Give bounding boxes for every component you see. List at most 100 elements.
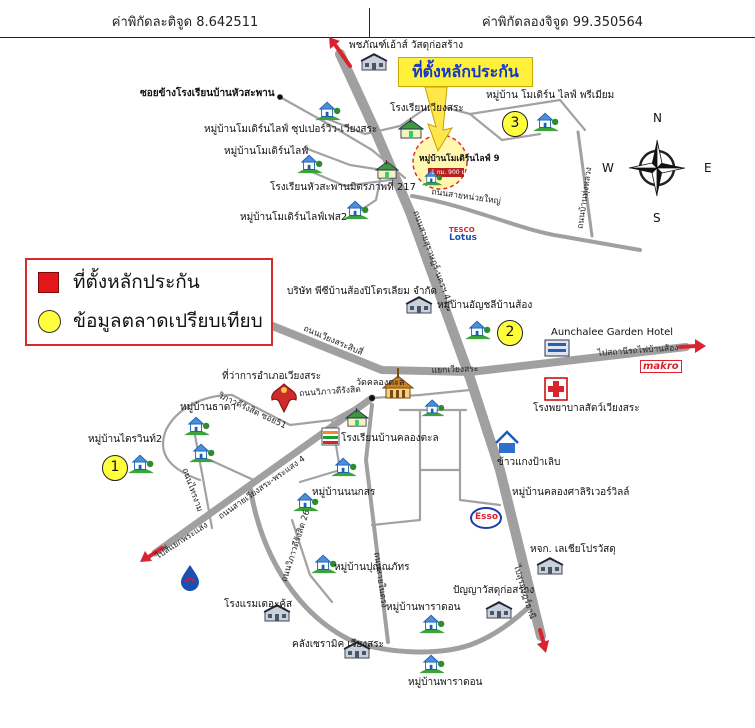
compass-west-label: W bbox=[602, 161, 614, 175]
road-right bbox=[576, 130, 594, 238]
road-minor bbox=[323, 102, 434, 136]
label-village-nonkasorn: หมู่บ้านนนกสร bbox=[312, 487, 376, 498]
hospital-icon bbox=[544, 377, 568, 401]
arrow-shaft-north bbox=[334, 44, 352, 68]
label-school-klong: โรงเรียนบ้านคลองตะล bbox=[341, 433, 439, 444]
road-minor bbox=[310, 170, 392, 188]
road-east-wiangsa bbox=[266, 321, 690, 376]
map-legend: ที่ตั้งหลักประกัน ข้อมูลตลาดเปรียบเทียบ bbox=[25, 258, 273, 346]
label-ceramic-store: คลังเซรามิค เวียงสระ bbox=[292, 639, 384, 650]
label-district-office: ที่ว่าการอำเภอเวียงสระ bbox=[222, 371, 322, 382]
warehouse-icon bbox=[405, 296, 433, 314]
road-label-junction: แยกเวียงสระ bbox=[431, 364, 479, 376]
house-icon bbox=[418, 654, 446, 674]
arrow-north-icon bbox=[329, 37, 340, 49]
dot-marker bbox=[277, 94, 283, 100]
road-minor bbox=[458, 408, 502, 507]
label-village-riverville: หมู่บ้านคลองศาลิริเวอร์วิลล์ bbox=[512, 487, 630, 498]
seven-eleven-icon bbox=[321, 427, 340, 446]
legend-market-label: ข้อมูลตลาดเปรียบเทียบ bbox=[73, 310, 263, 332]
coordinates-header: ค่าพิกัดละติจูด 8.642511 ค่าพิกัดลองจิจู… bbox=[0, 0, 755, 38]
road-minor bbox=[430, 98, 587, 132]
label-soi: ซอยข้างโรงเรียนบ้านหัวสะพาน bbox=[140, 88, 275, 99]
legend-collateral-label: ที่ตั้งหลักประกัน bbox=[73, 271, 200, 293]
road-south-loop bbox=[247, 484, 535, 655]
arrow-shaft-west bbox=[145, 546, 164, 560]
arrow-south-icon bbox=[537, 640, 549, 653]
road-soi51 bbox=[230, 393, 334, 427]
label-village-paradon: หมู่บ้านพาราดอน bbox=[386, 602, 461, 613]
label-lechia-store: หจก. เลเชียโปรวัสดุ bbox=[530, 544, 616, 555]
hotel-icon bbox=[544, 339, 570, 357]
arrow-shaft-east bbox=[678, 344, 698, 349]
label-vet-hospital: โรงพยาบาลสัตว์เวียงสระ bbox=[533, 403, 640, 414]
house-icon bbox=[420, 399, 446, 417]
road-southwest-phrasaeng bbox=[151, 394, 376, 557]
warehouse-icon bbox=[536, 557, 564, 575]
road-vibhavadi-26 bbox=[290, 518, 334, 604]
house-icon bbox=[310, 554, 338, 574]
restaurant-icon bbox=[495, 430, 519, 453]
road-minor bbox=[370, 408, 422, 527]
house-icon bbox=[127, 454, 155, 474]
compass-north-label: N bbox=[653, 111, 662, 125]
longitude-label: ค่าพิกัดลองจิจูด 99.350564 bbox=[481, 15, 644, 30]
garuda-emblem-icon bbox=[271, 383, 297, 414]
warehouse-icon bbox=[360, 53, 388, 71]
house-icon bbox=[464, 320, 492, 340]
label-village-paradon: หมู่บ้านพาราดอน bbox=[408, 677, 483, 688]
arrow-west-icon bbox=[140, 551, 152, 562]
road-minor bbox=[208, 458, 260, 484]
arrow-east-icon bbox=[695, 339, 706, 353]
road-main-highway bbox=[335, 49, 546, 641]
label-village-premium: หมู่บ้าน โมเดิร์น ไลฟ์ พรีเมียม bbox=[486, 90, 615, 101]
label-village-punnapat: หมู่บ้านปุณณภัทร bbox=[334, 562, 410, 573]
callout-arrow-icon bbox=[424, 86, 454, 153]
house-icon bbox=[183, 416, 211, 436]
market-comparison-marker-2: 2 bbox=[497, 320, 523, 346]
warehouse-icon bbox=[485, 601, 513, 619]
road-minor bbox=[161, 393, 234, 482]
lotus-logo: Lotus bbox=[449, 233, 477, 243]
collateral-callout: ที่ตั้งหลักประกัน bbox=[398, 57, 533, 87]
label-school-wiangsa: โรงเรียนเวียงสระ bbox=[390, 103, 464, 114]
house-icon bbox=[532, 112, 560, 132]
road-minor bbox=[303, 146, 384, 172]
label-village-modern-life: หมู่บ้านโมเดิร์นไลฟ์ bbox=[224, 146, 309, 157]
road-upper bbox=[410, 194, 642, 252]
esso-logo: Esso bbox=[475, 512, 499, 522]
label-village-trivin: หมู่บ้านไตรวินท์2 bbox=[88, 434, 163, 445]
label-restaurant: ข้าวแกงป้าเลิบ bbox=[497, 457, 561, 468]
ptt-station-icon bbox=[181, 565, 199, 591]
compass-east-label: E bbox=[704, 161, 712, 175]
school-icon bbox=[398, 118, 424, 139]
house-icon bbox=[314, 101, 342, 121]
label-village-phase2: หมู่บ้านโมเดิร์นไลฟ์เฟส2 bbox=[240, 212, 348, 223]
latitude-label: ค่าพิกัดละติจูด 8.642511 bbox=[111, 15, 259, 30]
label-village-aunchalee: หมู่บ้านอัญชลีบ้านส้อง bbox=[437, 300, 533, 311]
distance-label: 1 กม. 900 ม. bbox=[431, 169, 468, 176]
dot-marker bbox=[369, 395, 375, 401]
label-school-huasaphan: โรงเรียนหัวสะพานมิตรภาพที่ 217 bbox=[270, 182, 416, 193]
house-icon bbox=[418, 614, 446, 634]
label-temple: วัดคลองตะล bbox=[356, 378, 405, 388]
house-icon bbox=[330, 457, 358, 477]
road-inner bbox=[364, 403, 390, 644]
market-comparison-marker-3: 3 bbox=[502, 111, 528, 137]
market-legend-circle-icon bbox=[38, 310, 61, 333]
label-hotel-aunchalee: Aunchalee Garden Hotel bbox=[551, 327, 674, 338]
compass-south-label: S bbox=[653, 211, 661, 225]
school-icon bbox=[375, 160, 399, 179]
label-village-thada: หมู่บ้านธาดา bbox=[180, 402, 236, 413]
label-village-superview: หมู่บ้านโมเดิร์นไลฟ์ ซุปเปอร์วิว-เวียงสร… bbox=[204, 124, 378, 135]
temple-icon bbox=[381, 368, 415, 399]
distance-plate bbox=[428, 168, 464, 177]
collateral-legend-square-icon bbox=[38, 272, 59, 293]
esso-station-icon bbox=[470, 507, 502, 529]
market-comparison-marker-1: 1 bbox=[102, 455, 128, 481]
compass-icon bbox=[628, 139, 686, 197]
label-hotel-dekhus: โรงแรมเดอะคุ้ส bbox=[224, 599, 293, 610]
label-village-modern-life-9: หมู่บ้านโมเดิร์นไลฟ์ 9 bbox=[419, 154, 500, 164]
road-minor bbox=[468, 112, 542, 142]
